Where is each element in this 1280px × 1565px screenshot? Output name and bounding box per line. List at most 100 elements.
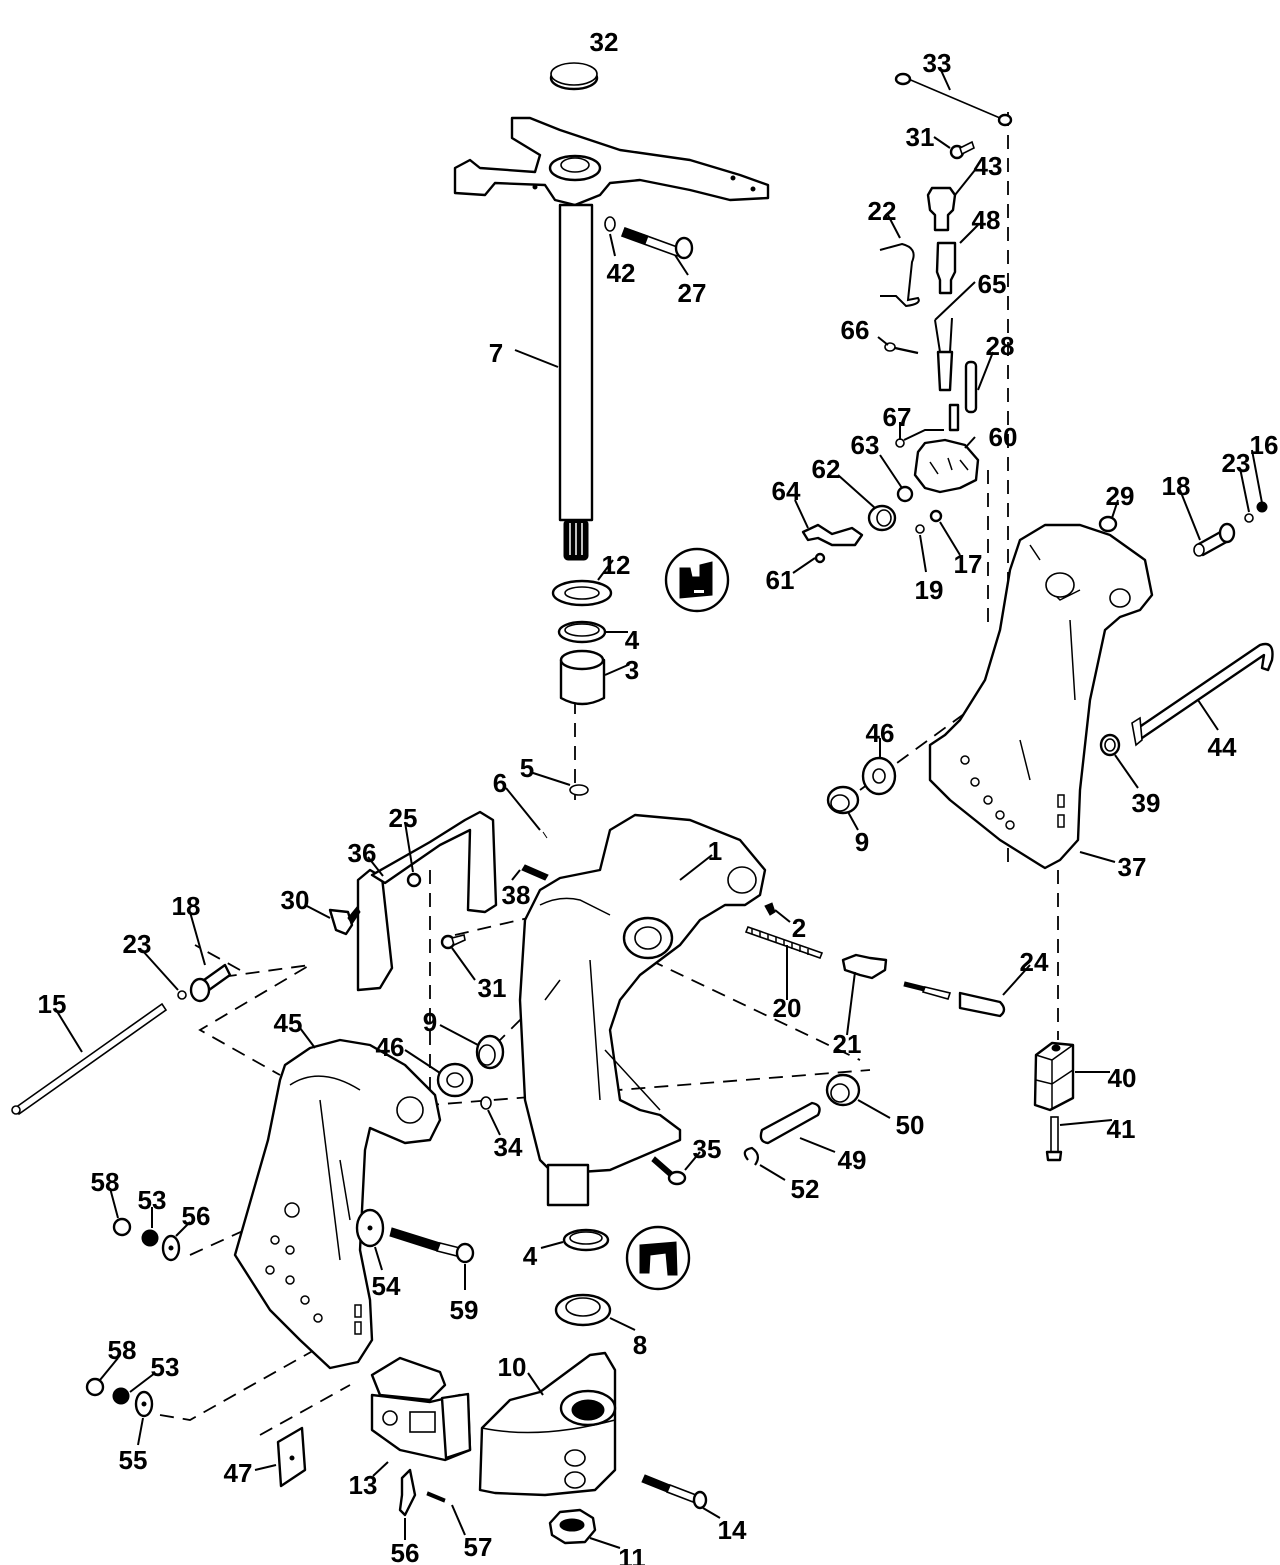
part-36-tilt-lock-lever (356, 810, 498, 992)
callout-leader-55 (137, 1417, 144, 1446)
callout-label-30: 30 (281, 885, 310, 915)
callout-leader-46 (404, 1049, 441, 1074)
callout-leader-15 (54, 1007, 83, 1053)
part-9-bushing-lower (475, 1034, 505, 1070)
callout-leader-52 (759, 1164, 786, 1181)
callout-label-1: 1 (708, 836, 722, 866)
callout-label-20: 20 (773, 993, 802, 1023)
callout-label-9: 9 (423, 1007, 437, 1037)
callout-label-64: 64 (772, 476, 801, 506)
callout-label-47: 47 (224, 1458, 253, 1488)
part-43-grommet (926, 186, 957, 232)
callout-label-46: 46 (376, 1032, 405, 1062)
callout-leader-37 (1079, 851, 1116, 863)
callout-label-39: 39 (1132, 788, 1161, 818)
part-20-spring (744, 925, 824, 960)
callout-label-32: 32 (590, 27, 619, 57)
part-30-knob (328, 906, 361, 936)
callout-leader-14 (702, 1507, 721, 1519)
callout-leader-18 (189, 911, 206, 966)
callout-label-3: 3 (625, 655, 639, 685)
callout-leader-43 (954, 169, 976, 196)
part-58-bushing-upper (112, 1217, 132, 1237)
callout-label-35: 35 (693, 1134, 722, 1164)
part-56-clip-lower (398, 1468, 417, 1517)
callout-leader-9 (439, 1024, 479, 1046)
callout-label-19: 19 (915, 575, 944, 605)
part-18-pin-lower (189, 963, 232, 1003)
part-40-block (1033, 1041, 1075, 1112)
part-13-clamp-block (370, 1356, 472, 1462)
part-27-bolt (620, 226, 694, 260)
part-66-terminal (884, 342, 919, 355)
callout-label-38: 38 (502, 880, 531, 910)
part-52-clip (743, 1146, 759, 1166)
callout-label-48: 48 (972, 205, 1001, 235)
callout-leader-29 (1111, 499, 1119, 519)
callout-label-49: 49 (838, 1145, 867, 1175)
callout-leader-28 (977, 351, 994, 391)
part-47-plate (276, 1426, 307, 1488)
callout-label-18: 18 (172, 891, 201, 921)
callout-label-54: 54 (372, 1271, 401, 1301)
part-38-spring (521, 864, 549, 881)
part-6-pin (542, 831, 548, 839)
callout-label-61: 61 (766, 565, 795, 595)
callout-leader-3 (604, 664, 629, 676)
callout-label-44: 44 (1208, 732, 1237, 762)
callout-label-56: 56 (182, 1201, 211, 1231)
part-16-nut (1256, 501, 1268, 513)
callout-leader-56 (175, 1221, 191, 1237)
part-1-swivel-bracket (518, 813, 767, 1207)
callout-label-57: 57 (464, 1532, 493, 1562)
callout-leader-50 (857, 1099, 891, 1119)
part-9-bushing-upper (826, 785, 860, 815)
part-4-upper-seal (557, 620, 607, 644)
part-61-nut (814, 552, 826, 564)
part-21-plate (841, 953, 888, 980)
callout-leader-65 (934, 281, 976, 321)
callout-leader-63 (879, 454, 903, 489)
callout-label-2: 2 (792, 913, 806, 943)
part-62-spring (867, 504, 897, 532)
callout-label-36: 36 (348, 838, 377, 868)
callout-leader-12 (597, 559, 614, 581)
callout-label-50: 50 (896, 1110, 925, 1140)
callout-label-13: 13 (349, 1470, 378, 1500)
part-22-retainer-clip (879, 242, 920, 308)
callout-leader-62 (837, 474, 876, 509)
callout-label-41: 41 (1107, 1114, 1136, 1144)
callout-leader-22 (887, 214, 901, 239)
callout-label-43: 43 (974, 151, 1003, 181)
callout-leader-23 (141, 949, 179, 991)
callout-label-8: 8 (633, 1330, 647, 1360)
callout-label-40: 40 (1108, 1063, 1137, 1093)
callout-label-6: 6 (493, 768, 507, 798)
callout-leader-53 (129, 1372, 156, 1393)
callout-label-52: 52 (791, 1174, 820, 1204)
callout-label-34: 34 (494, 1132, 523, 1162)
callout-leader-23 (1239, 467, 1250, 513)
part-32-cap (549, 62, 599, 91)
part-59-bolt (389, 1227, 475, 1264)
callout-leader-39 (1114, 754, 1139, 789)
part-63-nut (896, 485, 914, 503)
part-45-left-stern-bracket (233, 1038, 442, 1370)
callout-leader-17 (939, 521, 961, 556)
callout-leader-31 (933, 136, 951, 149)
callout-label-18: 18 (1162, 471, 1191, 501)
part-18-pin-upper (1193, 522, 1236, 557)
callout-leader-45 (299, 1027, 316, 1049)
callout-label-33: 33 (923, 48, 952, 78)
callout-label-53: 53 (138, 1185, 167, 1215)
callout-label-29: 29 (1106, 481, 1135, 511)
part-50-bushing (825, 1073, 861, 1107)
part-23-washer-lower (177, 990, 187, 1000)
callout-label-46: 46 (866, 718, 895, 748)
part-11-nut (548, 1508, 597, 1545)
callout-label-4: 4 (625, 625, 640, 655)
callout-leader-57 (451, 1504, 466, 1536)
callout-label-31: 31 (906, 122, 935, 152)
part-19-screw (915, 524, 925, 534)
callout-label-59: 59 (450, 1295, 479, 1325)
